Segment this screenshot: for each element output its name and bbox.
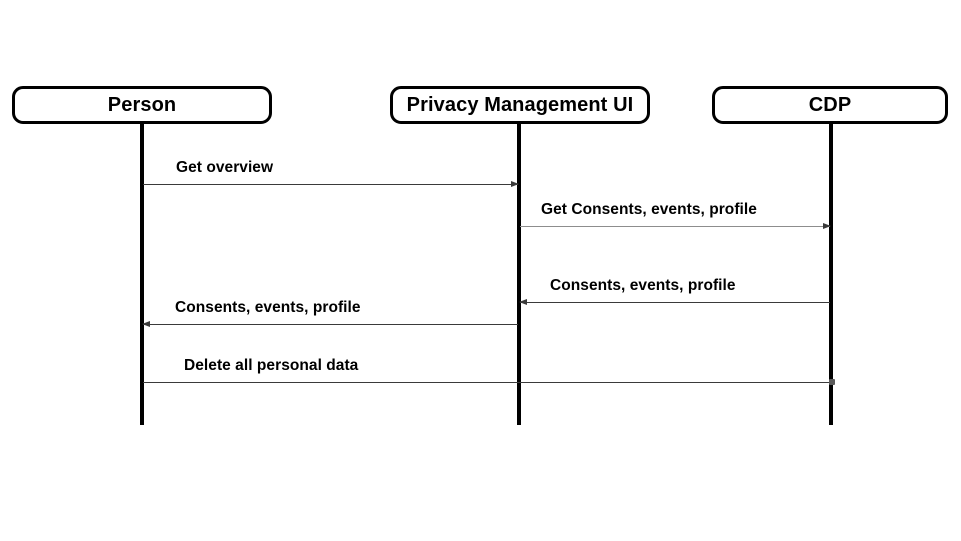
- arrowhead-right-icon: [511, 181, 519, 187]
- message-label: Get overview: [176, 159, 274, 176]
- participant-label-privacy-management-ui: Privacy Management UI: [406, 94, 634, 116]
- lifeline-privacy-management-ui: [517, 124, 521, 425]
- participant-box-privacy-management-ui[interactable]: Privacy Management UI: [390, 86, 650, 124]
- message-line: [143, 382, 831, 383]
- message-label: Delete all personal data: [184, 357, 359, 374]
- participant-label-person: Person: [107, 94, 177, 116]
- participant-box-cdp[interactable]: CDP: [712, 86, 948, 124]
- arrowhead-dot-icon: [829, 379, 835, 385]
- message-line: [143, 184, 518, 185]
- message-line: [520, 226, 830, 227]
- lifeline-person: [140, 124, 144, 425]
- message-label: Consents, events, profile: [175, 299, 361, 316]
- arrowhead-right-icon: [823, 223, 831, 229]
- participant-label-cdp: CDP: [808, 94, 852, 116]
- arrowhead-left-icon: [519, 299, 527, 305]
- message-label: Get Consents, events, profile: [541, 201, 757, 218]
- participant-box-person[interactable]: Person: [12, 86, 272, 124]
- lifeline-cdp: [829, 124, 833, 425]
- message-label: Consents, events, profile: [550, 277, 736, 294]
- message-line: [520, 302, 830, 303]
- message-line: [143, 324, 518, 325]
- arrowhead-left-icon: [142, 321, 150, 327]
